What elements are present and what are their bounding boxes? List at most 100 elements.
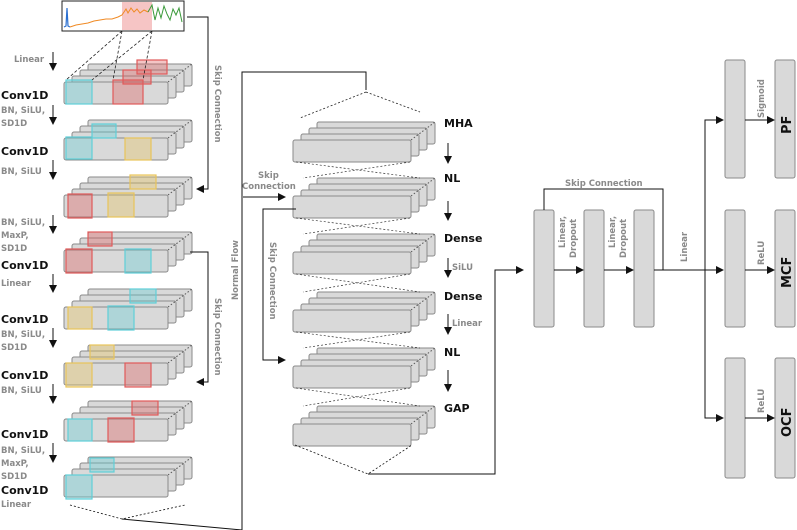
prediction-head [533, 59, 796, 479]
yellow-highlight [67, 306, 93, 330]
yellow-highlight [65, 362, 93, 388]
yellow-highlight [124, 137, 152, 161]
connector-line [91, 30, 153, 81]
transformer-stack [292, 233, 436, 275]
stack-layer [63, 418, 169, 442]
connector-line [295, 273, 421, 293]
red-highlight [124, 362, 152, 388]
depth-dots [410, 347, 436, 367]
transformer-connector-lines [295, 91, 421, 407]
conv1d-label: Conv1D [1, 259, 48, 272]
depth-dots [410, 291, 436, 311]
conv1d-label: Conv1D [1, 369, 48, 382]
cyan-highlight [67, 418, 93, 442]
encoder-labels: Linear Conv1D BN, SiLU, SD1D Conv1D BN, … [1, 55, 48, 510]
dense2-label: Dropout [619, 219, 629, 258]
cyan-highlight [107, 305, 135, 331]
annotation-line: BN, SiLU [1, 386, 42, 396]
skip-connection-label: Skip Connection [212, 298, 222, 376]
red-highlight [87, 231, 113, 247]
conv1d-label: Conv1D [1, 145, 48, 158]
annotation-line: SD1D [1, 472, 27, 482]
red-highlight [107, 417, 135, 443]
stack-layer [63, 362, 169, 386]
transformer-stack [292, 121, 436, 163]
pf-output-label: PF [780, 116, 795, 134]
conv1d-label: Conv1D [1, 484, 48, 497]
yellow-highlight [89, 344, 115, 360]
connector-line [142, 30, 153, 81]
linear-label-bottom: Linear [1, 500, 32, 510]
annotation-line: BN, SiLU, [1, 446, 45, 456]
annotation-line: BN, SiLU, [1, 218, 45, 228]
layer-label-gap: GAP [444, 402, 470, 415]
conv1d-label: Conv1D [1, 89, 48, 102]
transformer-stacks [292, 121, 436, 447]
cyan-highlight [65, 474, 93, 500]
linear-label: Linear [452, 319, 483, 329]
connector-line [112, 30, 123, 81]
pf-hidden [724, 59, 746, 179]
encoder-connector-lines [65, 30, 153, 81]
stack-layer [292, 365, 412, 389]
stack-layer [292, 423, 412, 447]
depth-dots [410, 177, 436, 197]
layer-label-nl: NL [444, 346, 460, 359]
connector-line [299, 91, 367, 119]
dense-layer-1 [533, 209, 555, 328]
silu-label: SiLU [452, 263, 473, 273]
yellow-highlight [129, 174, 157, 190]
stack-layer [63, 474, 169, 498]
transformer-stack [292, 347, 436, 389]
stack-layer [63, 306, 169, 330]
mcf-hidden [724, 209, 746, 328]
cyan-highlight [65, 79, 93, 105]
cyan-highlight [91, 123, 117, 139]
pf-output [774, 59, 796, 179]
annotation-line: SD1D [1, 343, 27, 353]
gap-funnel [294, 444, 413, 475]
cyan-highlight [124, 248, 152, 274]
cyan-highlight [89, 457, 115, 473]
connector-line [295, 331, 421, 349]
stack-layer [292, 195, 412, 219]
layer-label-nl: NL [444, 172, 460, 185]
annotation-line: MaxP, [1, 459, 29, 469]
annotation-line: BN, SiLU [1, 167, 42, 177]
layer-label-dense: Dense [444, 290, 482, 303]
ocf-output [774, 357, 796, 479]
conv1d-stack [63, 176, 193, 218]
red-highlight [136, 59, 168, 75]
head-connectors [543, 116, 775, 422]
stack-layer [63, 249, 169, 273]
conv1d-stack [63, 344, 193, 386]
depth-dots [167, 288, 193, 308]
conv1d-label: Conv1D [1, 428, 48, 441]
red-highlight [67, 193, 93, 219]
depth-dots [167, 344, 193, 364]
stack-layer [292, 251, 412, 275]
depth-dots [410, 233, 436, 253]
connector-line [295, 161, 421, 179]
depth-dots [410, 405, 436, 425]
depth-dots [167, 63, 193, 83]
transformer-stack [292, 405, 436, 447]
depth-dots [167, 400, 193, 420]
red-highlight [131, 400, 159, 416]
depth-dots [167, 456, 193, 476]
transformer-to-head-connector [368, 266, 524, 475]
connector-line [65, 30, 123, 81]
dense-layer-3 [633, 209, 655, 328]
encoder-bottom-funnel [69, 504, 186, 520]
layer-label-dense: Dense [444, 232, 482, 245]
red-highlight [65, 248, 93, 274]
linear-label-top: Linear [14, 55, 45, 65]
dense1-label: Dropout [569, 219, 579, 258]
depth-dots [167, 231, 193, 251]
yellow-highlight [107, 192, 135, 218]
annotation-line: BN, SiLU, [1, 106, 45, 116]
normal-flow-label: Normal Flow [231, 240, 241, 300]
mcf-activation-label: ReLU [757, 241, 767, 265]
annotation-line: SD1D [1, 244, 27, 254]
linear-label: Linear [1, 279, 32, 289]
